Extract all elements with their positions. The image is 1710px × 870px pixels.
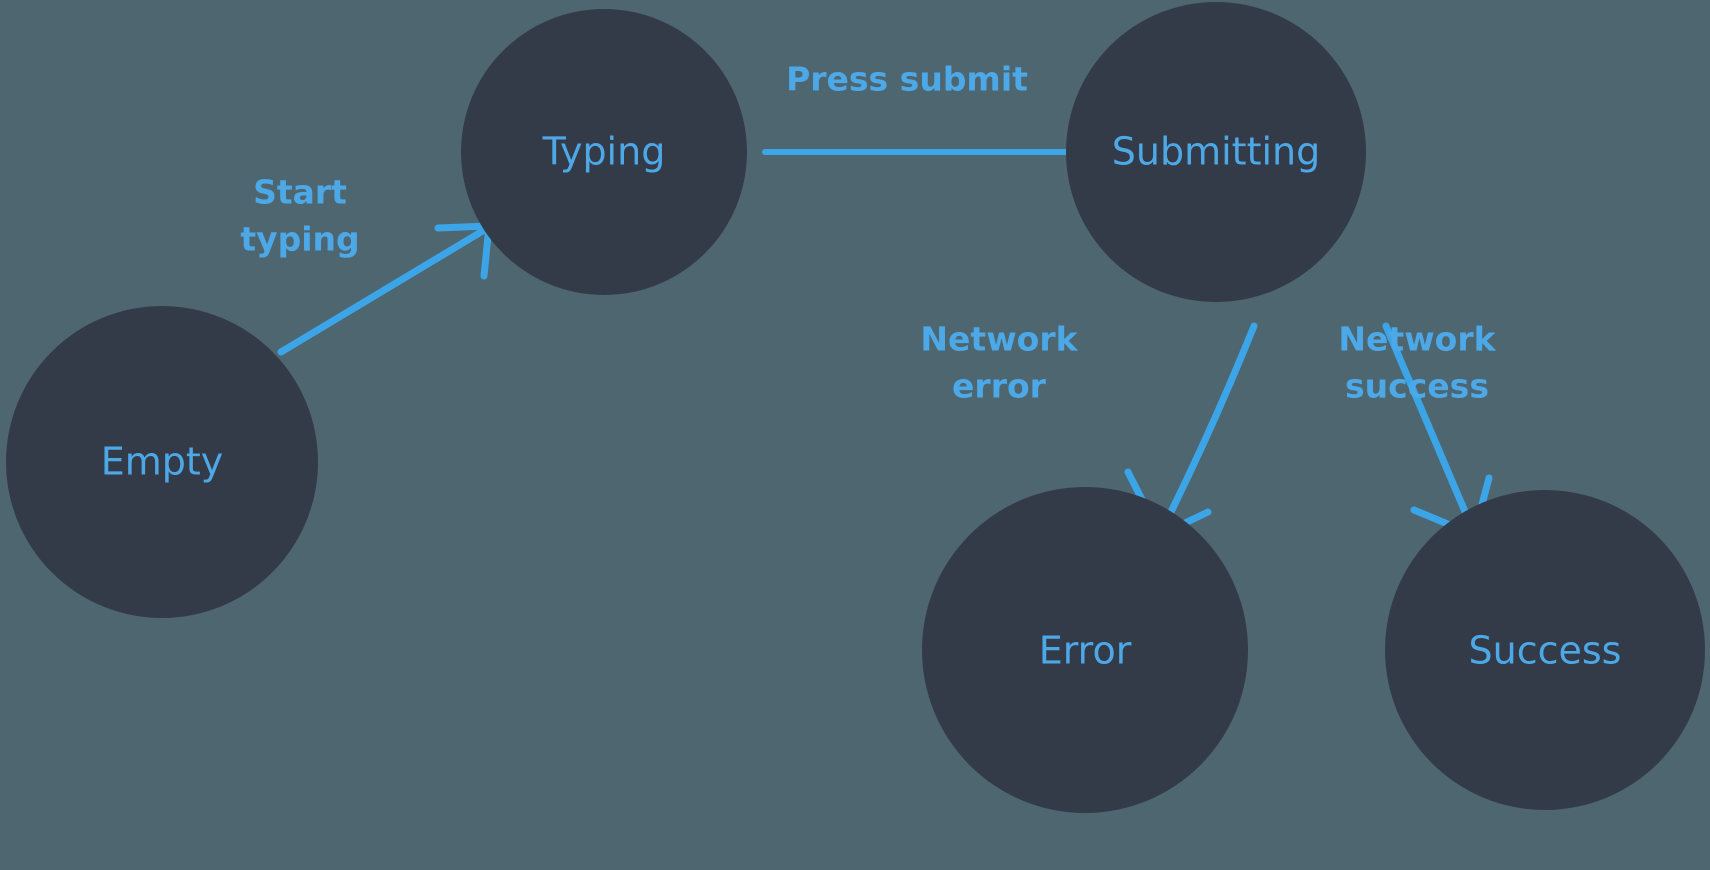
edge-label-press-submit: Press submit [786, 60, 1028, 99]
node-typing-label: Typing [542, 130, 666, 174]
node-success[interactable]: Success [1385, 490, 1705, 810]
node-error[interactable]: Error [922, 487, 1248, 813]
node-error-circle[interactable] [922, 487, 1248, 813]
edge-label-start-typing: Start typing [240, 173, 359, 259]
node-submitting-label: Submitting [1112, 130, 1320, 174]
node-empty-circle[interactable] [6, 306, 318, 618]
edge-line-submitting-to-success [1382, 322, 1476, 532]
edge-label-press-submit-line1: Press submit [786, 60, 1028, 99]
edge-label-network-error-line2: error [952, 367, 1047, 406]
edge-label-network-success-line2: success [1345, 367, 1489, 406]
edge-label-network-error-line1: Network [920, 320, 1078, 359]
node-submitting-circle[interactable] [1066, 2, 1366, 302]
edge-label-start-typing-line2: typing [240, 220, 359, 259]
edge-line-submitting-to-error [1159, 322, 1258, 532]
node-empty[interactable]: Empty [6, 306, 318, 618]
edge-label-network-success: Network success [1338, 320, 1496, 406]
edge-label-start-typing-line1: Start [253, 173, 347, 212]
node-typing[interactable]: Typing [461, 9, 747, 295]
node-error-label: Error [1039, 629, 1132, 673]
node-submitting[interactable]: Submitting [1066, 2, 1366, 302]
edge-label-network-error: Network error [920, 320, 1078, 406]
edge-line-empty-to-typing [277, 225, 490, 356]
node-success-label: Success [1469, 629, 1622, 673]
node-empty-label: Empty [101, 440, 224, 484]
edge-label-network-success-line1: Network [1338, 320, 1496, 359]
node-success-circle[interactable] [1385, 490, 1705, 810]
node-typing-circle[interactable] [461, 9, 747, 295]
